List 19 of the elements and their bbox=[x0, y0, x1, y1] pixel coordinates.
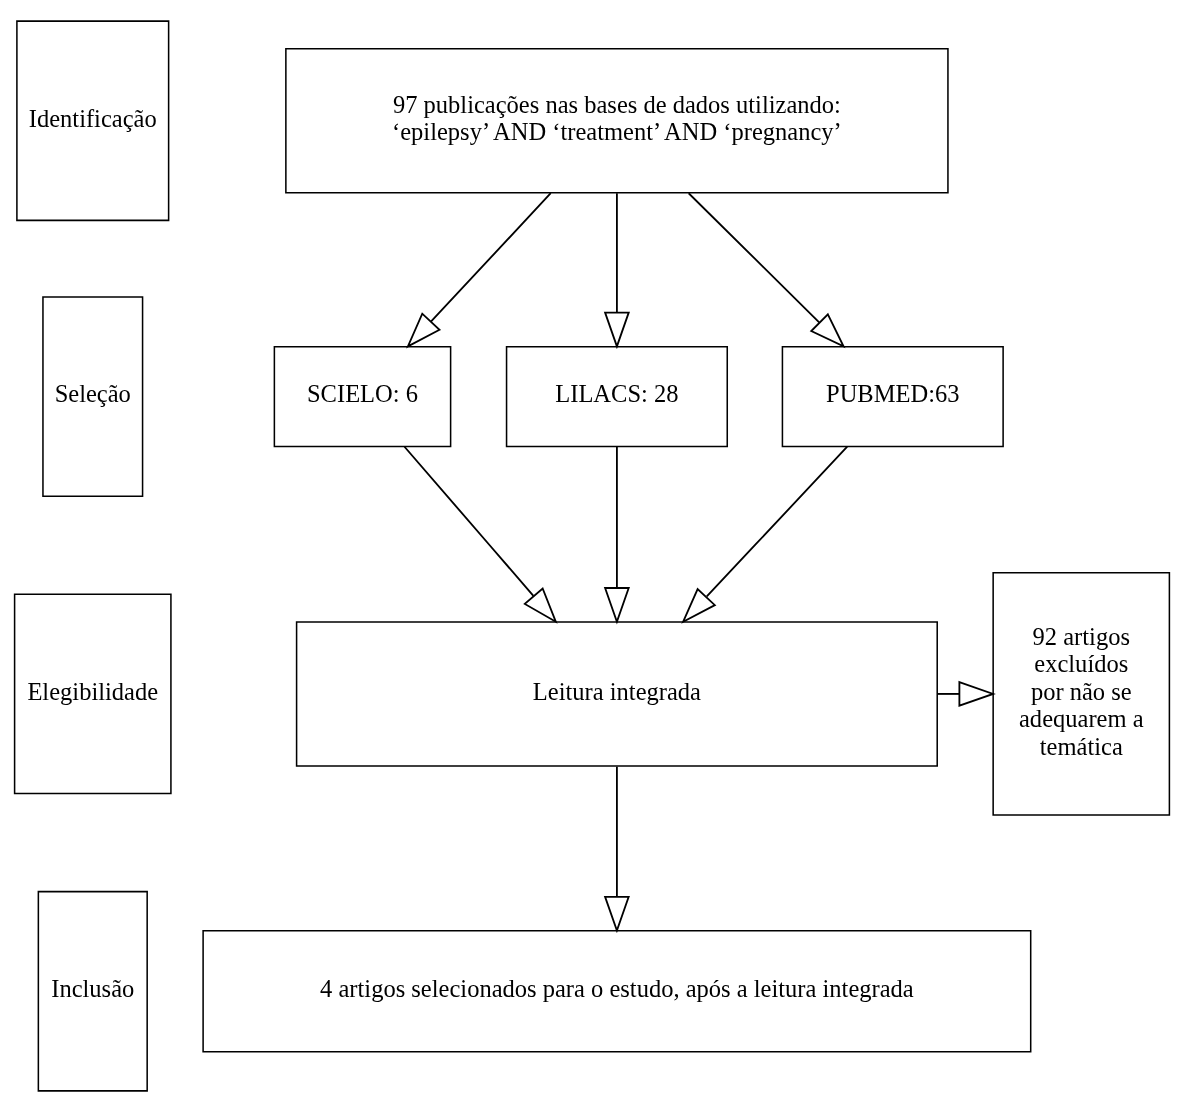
arrow bbox=[406, 191, 552, 348]
node-box: LILACS: 28 bbox=[505, 345, 728, 447]
node-box: Elegibilidade bbox=[13, 593, 172, 794]
node-box: Leitura integrada bbox=[295, 620, 938, 767]
arrow bbox=[403, 445, 558, 624]
node-box: 97 publicações nas bases de dados utilizando: ‘epilepsy’ AND ‘treatment’ AND ‘pregnancy’ bbox=[285, 47, 949, 194]
arrow bbox=[603, 765, 630, 933]
arrow bbox=[681, 445, 849, 624]
arrow bbox=[603, 191, 630, 349]
arrow bbox=[687, 191, 846, 348]
node-box: Identificação bbox=[16, 19, 170, 221]
node-box: SCIELO: 6 bbox=[273, 345, 452, 447]
node-box: PUBMED:63 bbox=[781, 345, 1004, 447]
node-box: 4 artigos selecionados para o estudo, após a leitura integrada bbox=[202, 929, 1032, 1053]
arrow bbox=[603, 445, 630, 624]
arrow bbox=[936, 680, 996, 707]
node-box: 92 artigos excluídos por não se adequarem a temática bbox=[992, 571, 1171, 816]
node-box: Seleção bbox=[42, 295, 144, 497]
node-box: Inclusão bbox=[37, 890, 148, 1092]
